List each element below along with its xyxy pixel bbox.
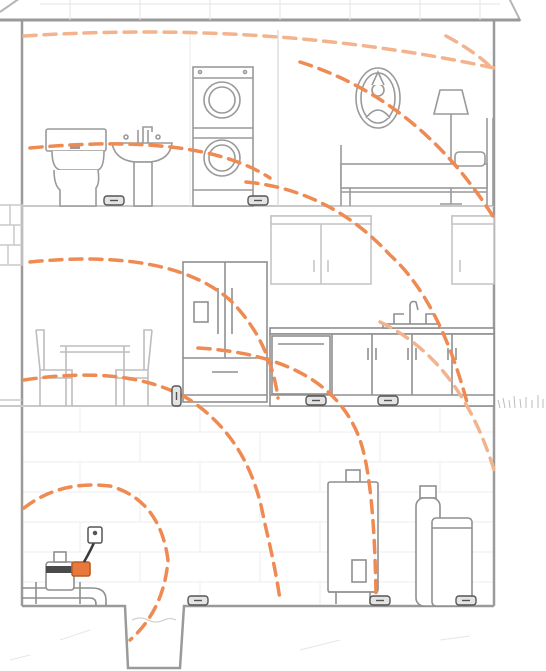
stacked-washer-dryer-icon bbox=[192, 66, 254, 207]
leak-sensor bbox=[247, 195, 269, 206]
refrigerator-icon bbox=[182, 261, 268, 403]
kitchen-sink-icon bbox=[382, 300, 440, 329]
leak-sensor bbox=[377, 395, 399, 406]
house-walls bbox=[0, 20, 496, 670]
water-softener-icon bbox=[415, 485, 473, 607]
leak-sensor bbox=[187, 595, 209, 606]
kitchen-cabinets-icon bbox=[270, 215, 495, 285]
side-annex bbox=[0, 204, 23, 401]
leak-sensor bbox=[455, 595, 477, 606]
ground-grass bbox=[9, 395, 544, 661]
signal-arcs bbox=[22, 30, 496, 642]
toilet-icon bbox=[45, 128, 107, 207]
water-main-shutoff-valve-icon bbox=[22, 537, 107, 606]
leak-sensor bbox=[103, 195, 125, 206]
leak-sensor bbox=[305, 395, 327, 406]
base-cabinets-icon bbox=[269, 327, 495, 407]
water-heater-icon bbox=[327, 469, 379, 604]
sink-icon bbox=[111, 126, 173, 207]
leak-sensor bbox=[171, 385, 182, 407]
wall-outlet-icon bbox=[87, 526, 103, 544]
sump-pit bbox=[131, 617, 177, 623]
roof bbox=[0, 0, 522, 22]
dining-chair-icon bbox=[35, 329, 153, 406]
leak-sensor bbox=[369, 595, 391, 606]
bed-icon bbox=[340, 118, 494, 206]
